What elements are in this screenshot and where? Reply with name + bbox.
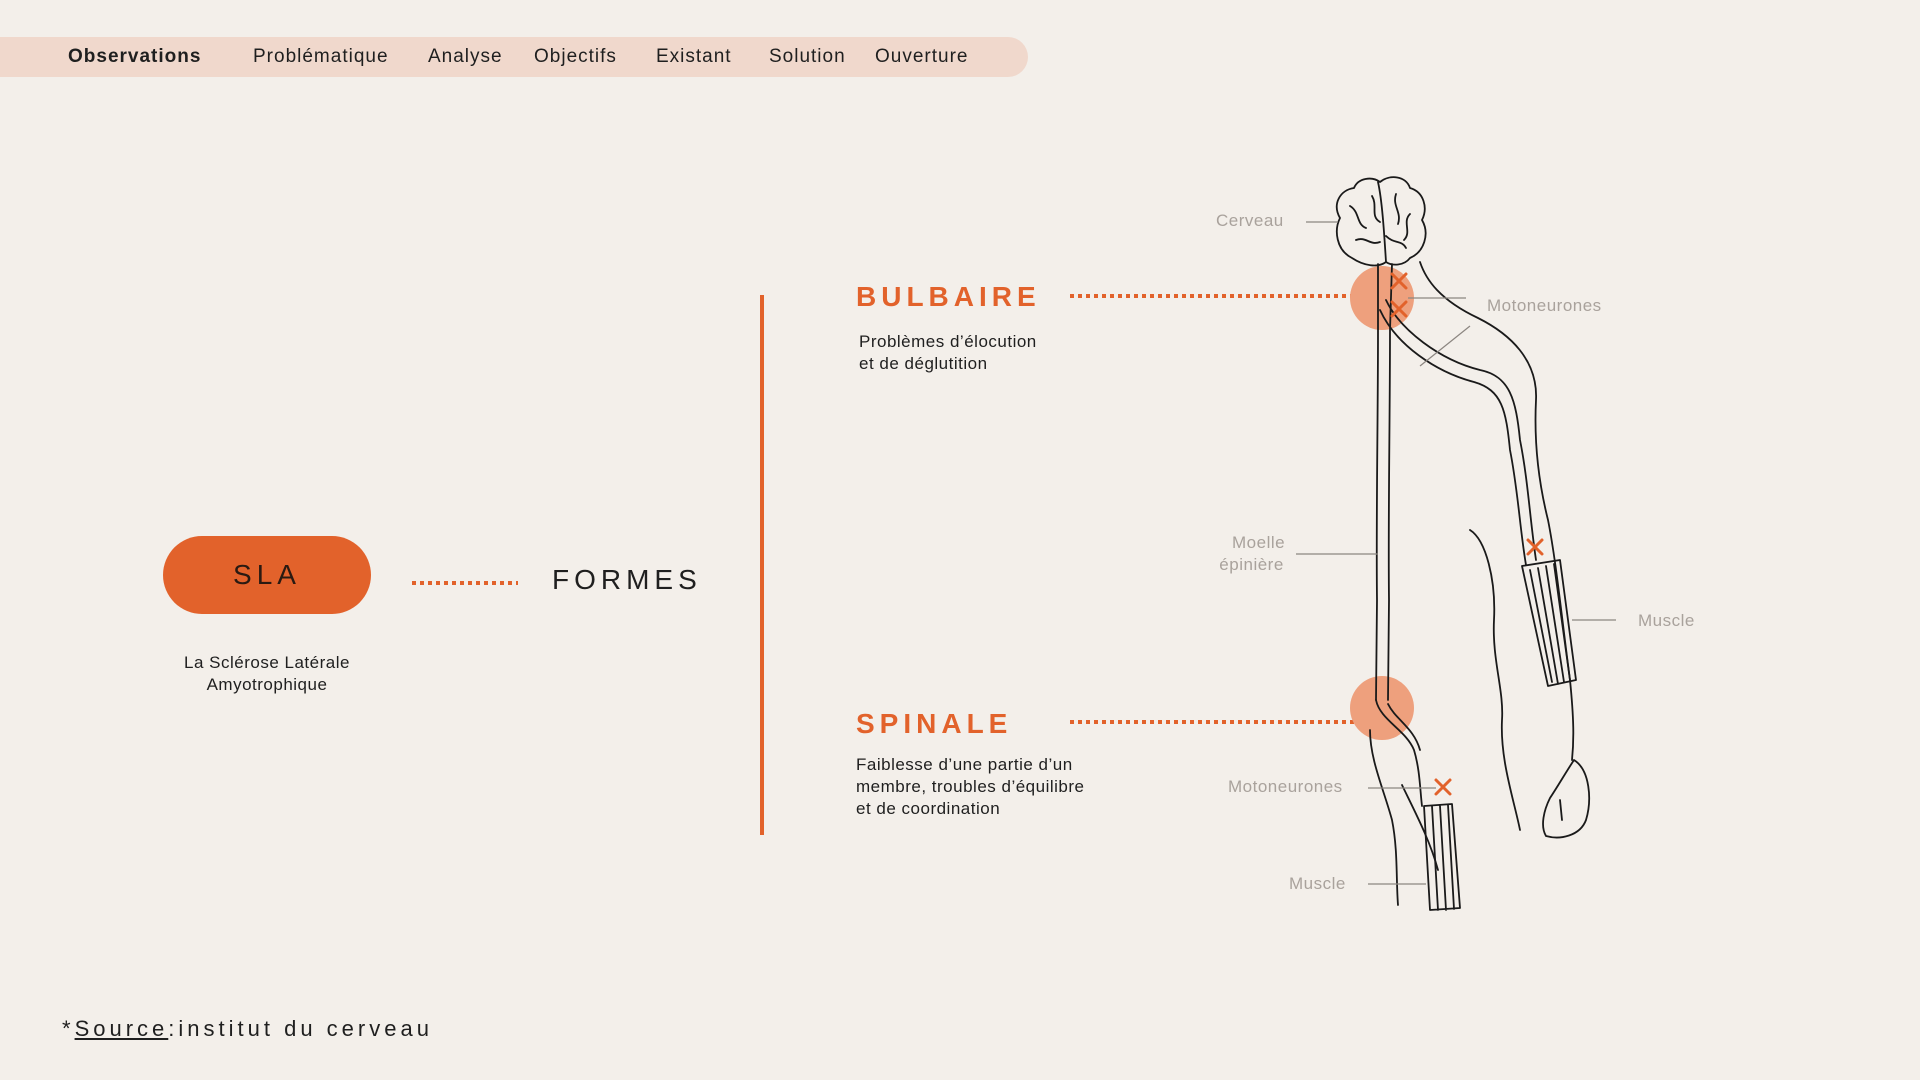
nav-item-analyse[interactable]: Analyse (428, 46, 503, 67)
source-text: :institut du cerveau (168, 1016, 433, 1041)
label-moelle-line1: Moelle (1232, 533, 1286, 552)
spinale-desc-line2: membre, troubles d’équilibre (856, 777, 1085, 796)
label-motoneurones-bottom: Motoneurones (1228, 777, 1343, 796)
spinale-highlight (1350, 676, 1414, 740)
source-asterisk: * (62, 1016, 75, 1041)
nav-item-problematique[interactable]: Problématique (253, 46, 389, 67)
bulbaire-desc-line2: et de déglutition (859, 354, 988, 373)
label-motoneurones-top: Motoneurones (1487, 296, 1602, 315)
arm-muscle (1521, 559, 1577, 687)
lesion-mark-bulbaire-2 (1390, 300, 1408, 318)
vertical-divider (760, 295, 764, 835)
lesion-mark-leg (1434, 778, 1452, 796)
brain-outline (1335, 176, 1427, 267)
bulbaire-title: BULBAIRE (856, 281, 1041, 312)
nav-item-existant[interactable]: Existant (656, 46, 732, 67)
label-muscle-bottom: Muscle (1289, 874, 1346, 893)
leader-motoneurones-top-2 (1419, 325, 1471, 367)
label-muscle-right: Muscle (1638, 611, 1695, 630)
bulbaire-desc-line1: Problèmes d’élocution (859, 332, 1037, 351)
spinale-desc-line1: Faiblesse d’une partie d’un (856, 755, 1073, 774)
nav-item-solution[interactable]: Solution (769, 46, 846, 67)
nav-item-observations[interactable]: Observations (68, 46, 202, 67)
source-note: *Source:institut du cerveau (62, 1016, 433, 1042)
lower-nerve-path (1375, 699, 1423, 807)
formes-label: FORMES (552, 564, 702, 595)
sla-subtitle: La Sclérose Latérale Amyotrophique (150, 652, 384, 696)
label-moelle-line2: épinière (1219, 555, 1284, 574)
upper-nerve-path (1379, 299, 1537, 566)
label-cerveau: Cerveau (1216, 211, 1284, 230)
torso-outline (1369, 261, 1575, 906)
spinale-title: SPINALE (856, 708, 1013, 739)
nav-item-objectifs[interactable]: Objectifs (534, 46, 617, 67)
sla-subtitle-line1: La Sclérose Latérale (184, 653, 350, 672)
lesion-mark-arm (1526, 538, 1544, 556)
source-link[interactable]: Source (74, 1016, 169, 1041)
label-moelle-epiniere: Moelle épinière (1218, 532, 1285, 576)
lesion-mark-bulbaire-1 (1390, 272, 1408, 290)
top-nav-bar: Observations Problématique Analyse Objec… (0, 37, 1028, 77)
sla-pill: SLA (163, 536, 371, 614)
sla-subtitle-line2: Amyotrophique (206, 675, 328, 694)
spinale-description: Faiblesse d’une partie d’un membre, trou… (856, 754, 1085, 820)
bulbaire-description: Problèmes d’élocution et de déglutition (859, 331, 1037, 375)
nav-item-ouverture[interactable]: Ouverture (875, 46, 969, 67)
leg-muscle (1423, 803, 1461, 911)
spinal-cord (1375, 263, 1393, 701)
hand-outline (1542, 759, 1591, 839)
spinale-desc-line3: et de coordination (856, 799, 1001, 818)
